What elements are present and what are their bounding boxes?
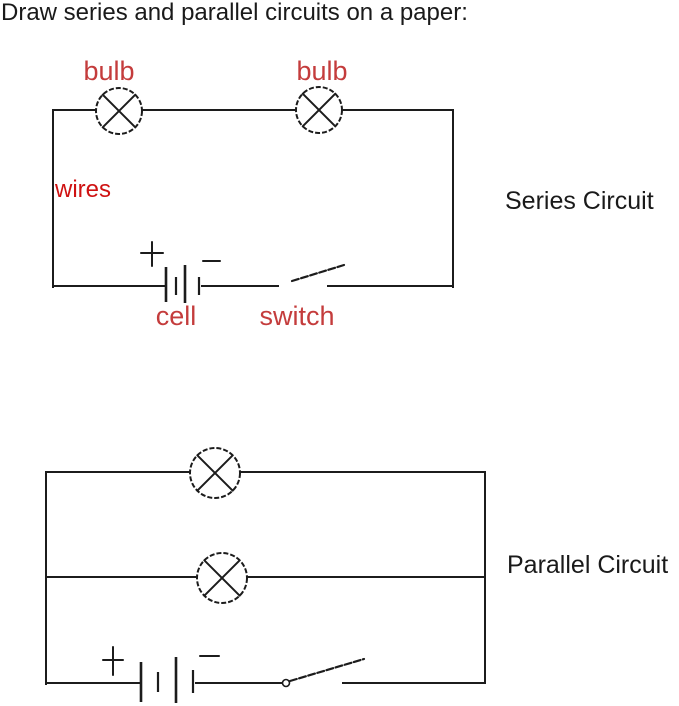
page-title: Draw series and parallel circuits on a p… xyxy=(1,0,468,26)
bulb-cross-line xyxy=(196,454,234,492)
series-circuit-heading: Series Circuit xyxy=(505,187,654,215)
switch-blade xyxy=(288,657,366,683)
switch-blade xyxy=(290,263,346,283)
parallel-bulb-top xyxy=(189,447,241,499)
bulb-cross-line xyxy=(301,92,337,128)
series-bulb-left-label: bulb xyxy=(83,56,135,86)
series-switch-label: switch xyxy=(259,301,335,331)
parallel-wire-loop xyxy=(45,471,486,685)
parallel-cell-symbol xyxy=(102,646,220,703)
series-cell-symbol xyxy=(140,241,221,303)
parallel-circuit-heading: Parallel Circuit xyxy=(507,551,669,579)
bulb-cross-line xyxy=(101,93,137,129)
series-bulb-right-label: bulb xyxy=(296,56,348,86)
series-bulb-left xyxy=(95,87,143,135)
series-bulb-right xyxy=(295,86,343,134)
series-wire-loop xyxy=(52,109,454,288)
plus-sign xyxy=(102,646,124,676)
series-cell-label: cell xyxy=(155,301,197,331)
series-switch-symbol xyxy=(290,263,346,283)
parallel-bulb-middle xyxy=(196,552,248,604)
switch-pivot xyxy=(281,678,291,688)
series-wires-label: wires xyxy=(55,176,112,203)
bulb-cross-line xyxy=(203,559,241,597)
plus-sign xyxy=(140,241,164,267)
series-circuit-diagram xyxy=(52,86,454,303)
parallel-switch-symbol xyxy=(281,657,366,688)
parallel-circuit-diagram xyxy=(45,447,486,703)
